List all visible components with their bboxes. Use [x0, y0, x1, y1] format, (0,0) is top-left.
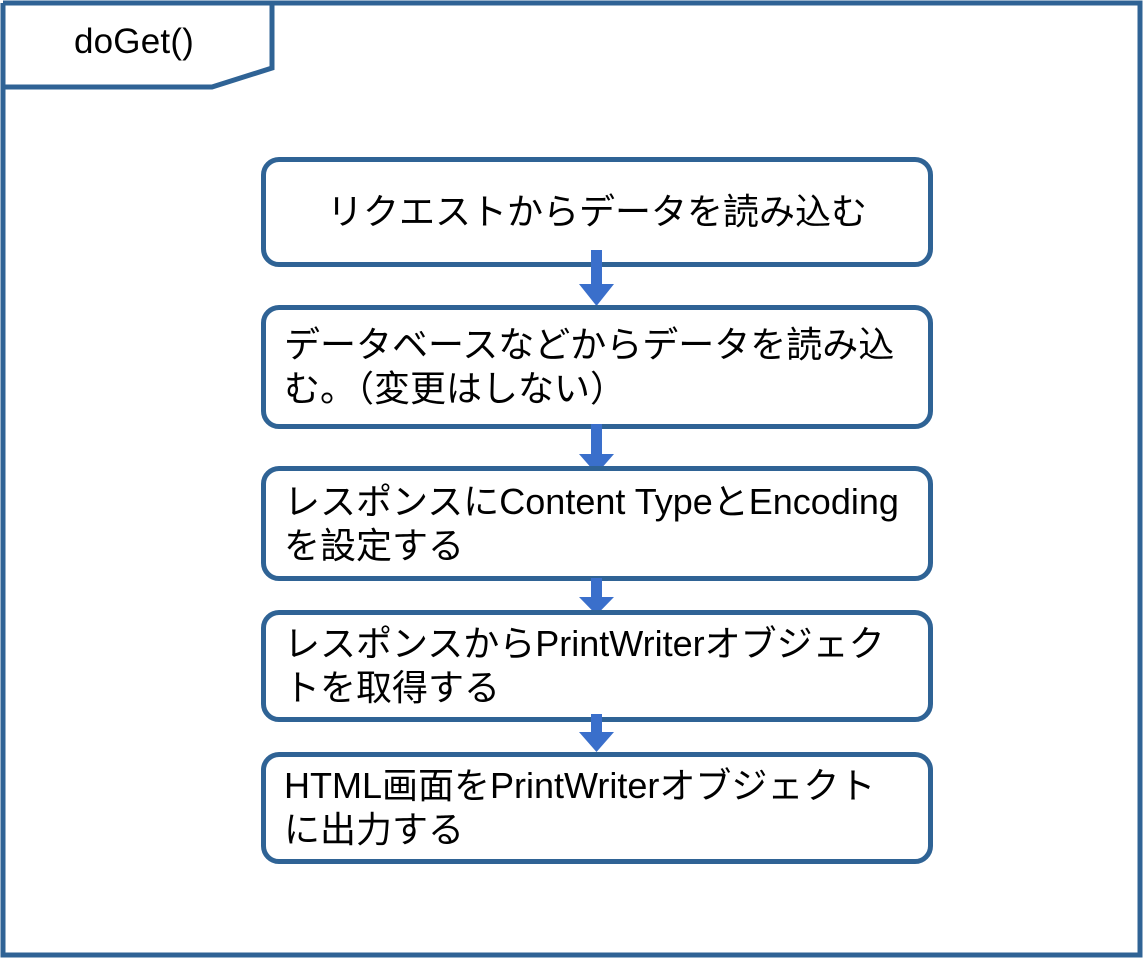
flow-step-4[interactable]: レスポンスからPrintWriterオブジェクトを取得する — [261, 610, 933, 722]
flow-step-1[interactable]: リクエストからデータを読み込む — [261, 157, 933, 267]
flow-step-3[interactable]: レスポンスにContent TypeとEncodingを設定する — [261, 466, 933, 581]
tab-outline — [3, 0, 275, 90]
flow-step-2-label: データベースなどからデータを読み込む。（変更はしない） — [284, 324, 895, 409]
flow-step-5-label: HTML画面をPrintWriterオブジェクトに出力する — [284, 765, 876, 850]
flow-step-5[interactable]: HTML画面をPrintWriterオブジェクトに出力する — [261, 752, 933, 864]
page-title: doGet() — [73, 22, 195, 61]
flow-step-3-label: レスポンスにContent TypeとEncodingを設定する — [284, 480, 899, 566]
flow-step-4-label: レスポンスからPrintWriterオブジェクトを取得する — [284, 623, 885, 708]
flow-step-1-label: リクエストからデータを読み込む — [326, 191, 867, 233]
flow-step-2[interactable]: データベースなどからデータを読み込む。（変更はしない） — [261, 305, 933, 429]
